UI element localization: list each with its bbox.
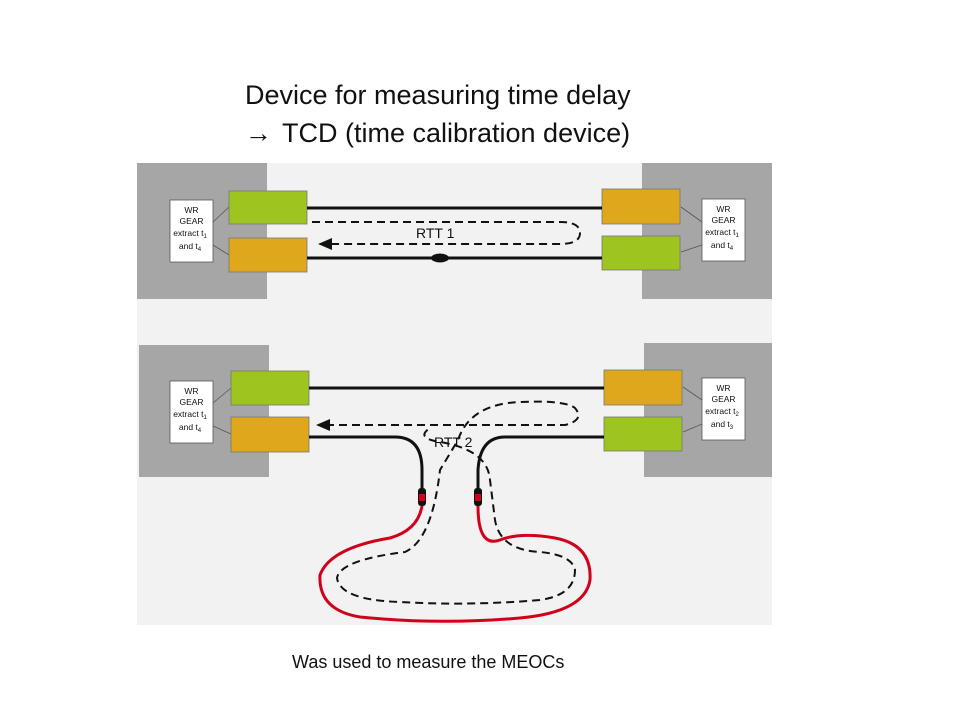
title-line-2-text: TCD (time calibration device) <box>282 118 631 148</box>
gear-label: GEAR <box>711 215 735 225</box>
title-line-2: → TCD (time calibration device) <box>245 114 631 152</box>
title-line-1: Device for measuring time delay <box>245 80 631 110</box>
wr-label: WR <box>716 383 730 393</box>
and-label: and t4 <box>179 422 202 434</box>
sfp-orange-right-top <box>601 188 681 225</box>
connector-left-tip <box>419 494 425 501</box>
sfp-orange-left-bottom <box>230 416 310 453</box>
and-label: and t4 <box>179 241 202 253</box>
rtt2-arrowhead <box>316 419 330 431</box>
meoc-fiber-red <box>318 505 592 623</box>
sfp-orange-right-bottom <box>603 369 683 406</box>
wr-label: WR <box>716 204 730 214</box>
wr-gear-box-left-top <box>169 199 214 263</box>
sfp-green-right-bottom <box>603 416 683 452</box>
fiber-bottom-right <box>476 435 604 490</box>
wr-gear-box-left-bottom <box>169 380 214 444</box>
scenario-rtt1: WR GEAR extract t1 and t4 WR GEAR extrac… <box>137 163 772 299</box>
rtt1-path <box>312 221 582 245</box>
scenario-rtt2: WR GEAR extract t1 and t4 WR GEAR extrac… <box>139 343 772 623</box>
fiber-bottom-left <box>309 435 424 490</box>
and-label: and t3 <box>711 419 734 431</box>
extract-label: extract t1 <box>173 409 207 421</box>
wr-label: WR <box>184 386 198 396</box>
extract-label: extract t2 <box>705 406 739 418</box>
fiber-connector-top <box>431 253 449 263</box>
gear-label: GEAR <box>179 216 203 226</box>
sfp-green-left-top <box>228 190 308 225</box>
rtt2-path <box>326 400 580 605</box>
wr-label: WR <box>184 205 198 215</box>
gear-label: GEAR <box>711 394 735 404</box>
slide-caption: Was used to measure the MEOCs <box>292 652 565 672</box>
sfp-green-right-top <box>601 235 681 271</box>
wr-gear-box-right-top <box>701 198 746 262</box>
sfp-orange-left-top <box>228 237 308 273</box>
gear-label: GEAR <box>179 397 203 407</box>
extract-label: extract t1 <box>705 227 739 239</box>
rtt2-label: RTT 2 <box>434 434 473 450</box>
slide-title: Device for measuring time delay → TCD (ti… <box>245 76 631 152</box>
rtt1-label: RTT 1 <box>416 225 455 241</box>
connector-right-tip <box>475 494 481 501</box>
wr-gear-box-right-bottom <box>701 377 746 441</box>
arrow-right-icon: → <box>245 118 272 148</box>
and-label: and t4 <box>711 240 734 252</box>
extract-label: extract t1 <box>173 228 207 240</box>
sfp-green-left-bottom <box>230 370 310 406</box>
rtt1-arrowhead <box>318 238 332 250</box>
